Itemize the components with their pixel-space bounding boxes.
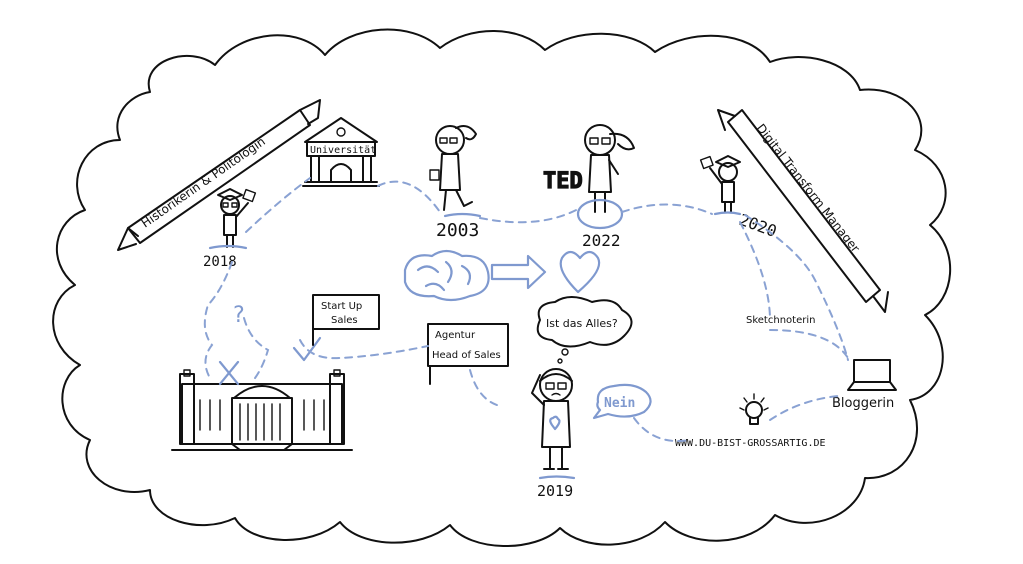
label-bloggerin: Bloggerin — [832, 396, 894, 411]
banner-left-text: Historikerin & Politologin — [139, 134, 268, 230]
walking-figure-2003 — [429, 125, 477, 211]
label-website: WWW.DU-BIST-GROSSARTIG.DE — [675, 438, 826, 449]
heart-icon — [559, 250, 601, 294]
ted-label: TED — [543, 169, 583, 194]
cloud-outline — [52, 28, 951, 547]
sign-startup: Start Up Sales — [312, 294, 380, 346]
year-2003: 2003 — [436, 220, 479, 241]
year-2018: 2018 — [203, 254, 237, 270]
answer-text: Nein — [604, 396, 635, 411]
parliament-building-icon — [171, 369, 353, 451]
timeline-path — [203, 177, 849, 442]
thought-text: Ist das Alles? — [546, 317, 618, 330]
cross-icon — [218, 360, 240, 386]
graduate-figure-2020 — [699, 155, 741, 213]
sign-agency-line2: Head of Sales — [432, 350, 501, 361]
speaker-figure-2022 — [584, 124, 635, 213]
brain-icon — [403, 249, 490, 302]
year-2020: 2020 — [737, 210, 780, 241]
label-sketchnoterin: Sketchnoterin — [746, 315, 815, 326]
university-building-icon: Universität — [302, 117, 380, 187]
sign-agency: Agentur Head of Sales — [427, 323, 509, 385]
checkmark-icon — [292, 336, 322, 362]
graduate-figure-2018 — [217, 188, 257, 248]
lightbulb-icon — [739, 393, 769, 425]
year-2019: 2019 — [537, 482, 573, 500]
arrow-right-icon — [490, 254, 547, 290]
sign-agency-line1: Agentur — [435, 330, 476, 341]
sign-startup-line2: Sales — [331, 315, 358, 326]
spotlight-circle — [576, 198, 624, 230]
laptop-icon — [847, 359, 897, 391]
thought-bubble: Ist das Alles? — [536, 296, 633, 364]
thinking-figure-2019 — [531, 368, 573, 470]
banner-left: Historikerin & Politologin — [117, 99, 321, 251]
question-mark: ? — [232, 303, 245, 328]
university-label: Universität — [310, 145, 376, 156]
year-2022: 2022 — [582, 231, 621, 250]
answer-bubble: Nein — [592, 383, 652, 420]
sign-startup-line1: Start Up — [321, 301, 362, 312]
